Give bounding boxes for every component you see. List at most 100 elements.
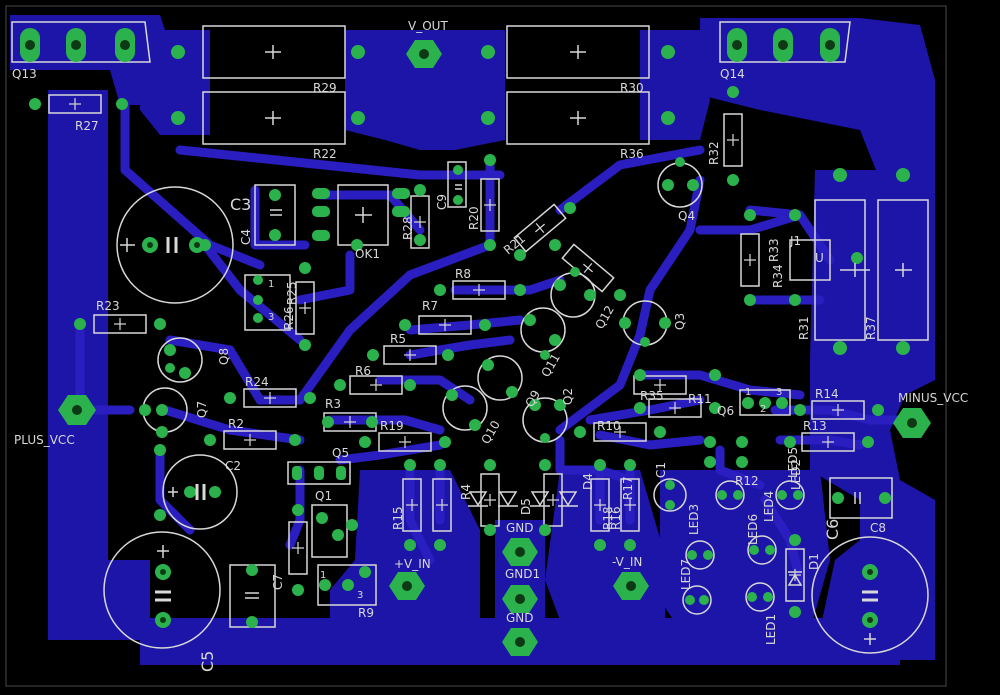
label-gnd1: GND1 [505, 567, 540, 581]
label-c7: C7 [271, 574, 285, 590]
c9-outline [447, 161, 467, 208]
c5-outline [103, 531, 221, 649]
r9-pot-outline [317, 564, 377, 606]
r30-outline [506, 25, 650, 79]
label-r8: R8 [455, 267, 471, 281]
c1-outline [653, 478, 687, 512]
c2-outline [162, 454, 238, 530]
q13-outline [11, 21, 151, 63]
label-pin3: 3 [268, 312, 274, 323]
label-r22: R22 [313, 147, 337, 161]
r36-outline [506, 91, 650, 145]
q5-outline [287, 461, 351, 485]
label-q8: Q8 [217, 348, 231, 365]
label-q5: Q5 [332, 446, 349, 460]
r26-pot-outline [244, 274, 291, 331]
label-r24: R24 [245, 375, 269, 389]
label-r7: R7 [422, 299, 438, 313]
label-r16: R16 [609, 506, 623, 530]
label-r13: R13 [803, 419, 827, 433]
q6-outline [739, 389, 791, 416]
label-d1: D1 [807, 553, 821, 570]
label-r30: R30 [620, 81, 644, 95]
label-gnd: GND [506, 521, 534, 535]
label-j1: J1 [789, 234, 801, 248]
label-led5: LED5 [786, 447, 800, 478]
label-led2: LED2 [789, 459, 803, 490]
r37-outline [877, 199, 929, 341]
label-r31: R31 [797, 316, 811, 340]
label-u: U [815, 251, 824, 265]
label-v-in-plus: +V_IN [394, 557, 431, 571]
label-r26: R26 [282, 306, 296, 330]
q14-outline [719, 21, 851, 63]
label-c9: C9 [435, 194, 449, 210]
label-r34: R34 [771, 264, 785, 288]
pad-layer [20, 28, 931, 656]
label-r9: R9 [358, 606, 374, 620]
board-outline [5, 5, 947, 687]
label-pin3-r9: 3 [357, 590, 363, 601]
label-r6: R6 [355, 364, 371, 378]
label-q14: Q14 [720, 67, 745, 81]
silkscreen-layer [11, 21, 929, 654]
c4-outline [254, 184, 296, 246]
component-symbols [120, 45, 912, 645]
vout-copper [345, 30, 505, 150]
label-r37: R37 [864, 316, 878, 340]
q8-outline [157, 337, 203, 383]
r30-r36-right-copper [640, 30, 710, 140]
label-ok1: OK1 [355, 247, 380, 261]
q1-outline [311, 504, 348, 558]
q14-copper [700, 18, 935, 180]
label-r18: R18 [601, 506, 615, 530]
label-r36: R36 [620, 147, 644, 161]
led7-outline [682, 585, 712, 615]
label-r33: R33 [767, 238, 781, 262]
label-c4: C4 [239, 229, 253, 245]
label-r15: R15 [391, 506, 405, 530]
label-q6: Q6 [717, 404, 734, 418]
label-v-in-minus: -V_IN [612, 555, 642, 569]
label-pin1-r9: 1 [320, 570, 326, 581]
led5-outline [775, 480, 805, 510]
r22-outline [202, 91, 346, 145]
led1-outline [745, 582, 775, 612]
u-outline [789, 239, 831, 281]
label-q7: Q7 [195, 401, 209, 418]
label-q6-pin1: 1 [745, 387, 751, 398]
c6-outline [811, 536, 929, 654]
label-c1: C1 [654, 462, 668, 478]
label-r32: R32 [707, 141, 721, 165]
label-q6-pin2: 2 [760, 404, 766, 415]
label-r12: R12 [735, 474, 759, 488]
drill-holes [25, 40, 917, 647]
led3-outline [685, 540, 715, 570]
label-q13: Q13 [12, 67, 37, 81]
label-r5: R5 [390, 332, 406, 346]
label-q2: Q2 [561, 388, 575, 405]
q10-outline [442, 385, 488, 431]
label-r25: R25 [285, 281, 299, 305]
label-d4: D4 [581, 473, 595, 490]
led-region-pour [660, 470, 830, 630]
label-r10: R10 [597, 419, 621, 433]
label-r14: R14 [815, 387, 839, 401]
label-c5: C5 [198, 651, 217, 672]
label-pin1: 1 [268, 279, 274, 290]
label-led6: LED6 [746, 514, 760, 545]
right-copper [810, 170, 935, 660]
label-r3: R3 [325, 397, 341, 411]
label-gnd-bottom: GND [506, 611, 534, 625]
r29-outline [202, 25, 346, 79]
label-r28: R28 [401, 216, 415, 240]
label-led7: LED7 [679, 559, 693, 590]
label-c2: C2 [225, 459, 241, 473]
label-c3: C3 [230, 195, 251, 214]
label-c6: C6 [823, 519, 842, 540]
label-led1: LED1 [764, 614, 778, 645]
label-plus-vcc: PLUS_VCC [14, 433, 75, 447]
label-r20: R20 [467, 206, 481, 230]
label-v-out: V_OUT [408, 19, 448, 33]
